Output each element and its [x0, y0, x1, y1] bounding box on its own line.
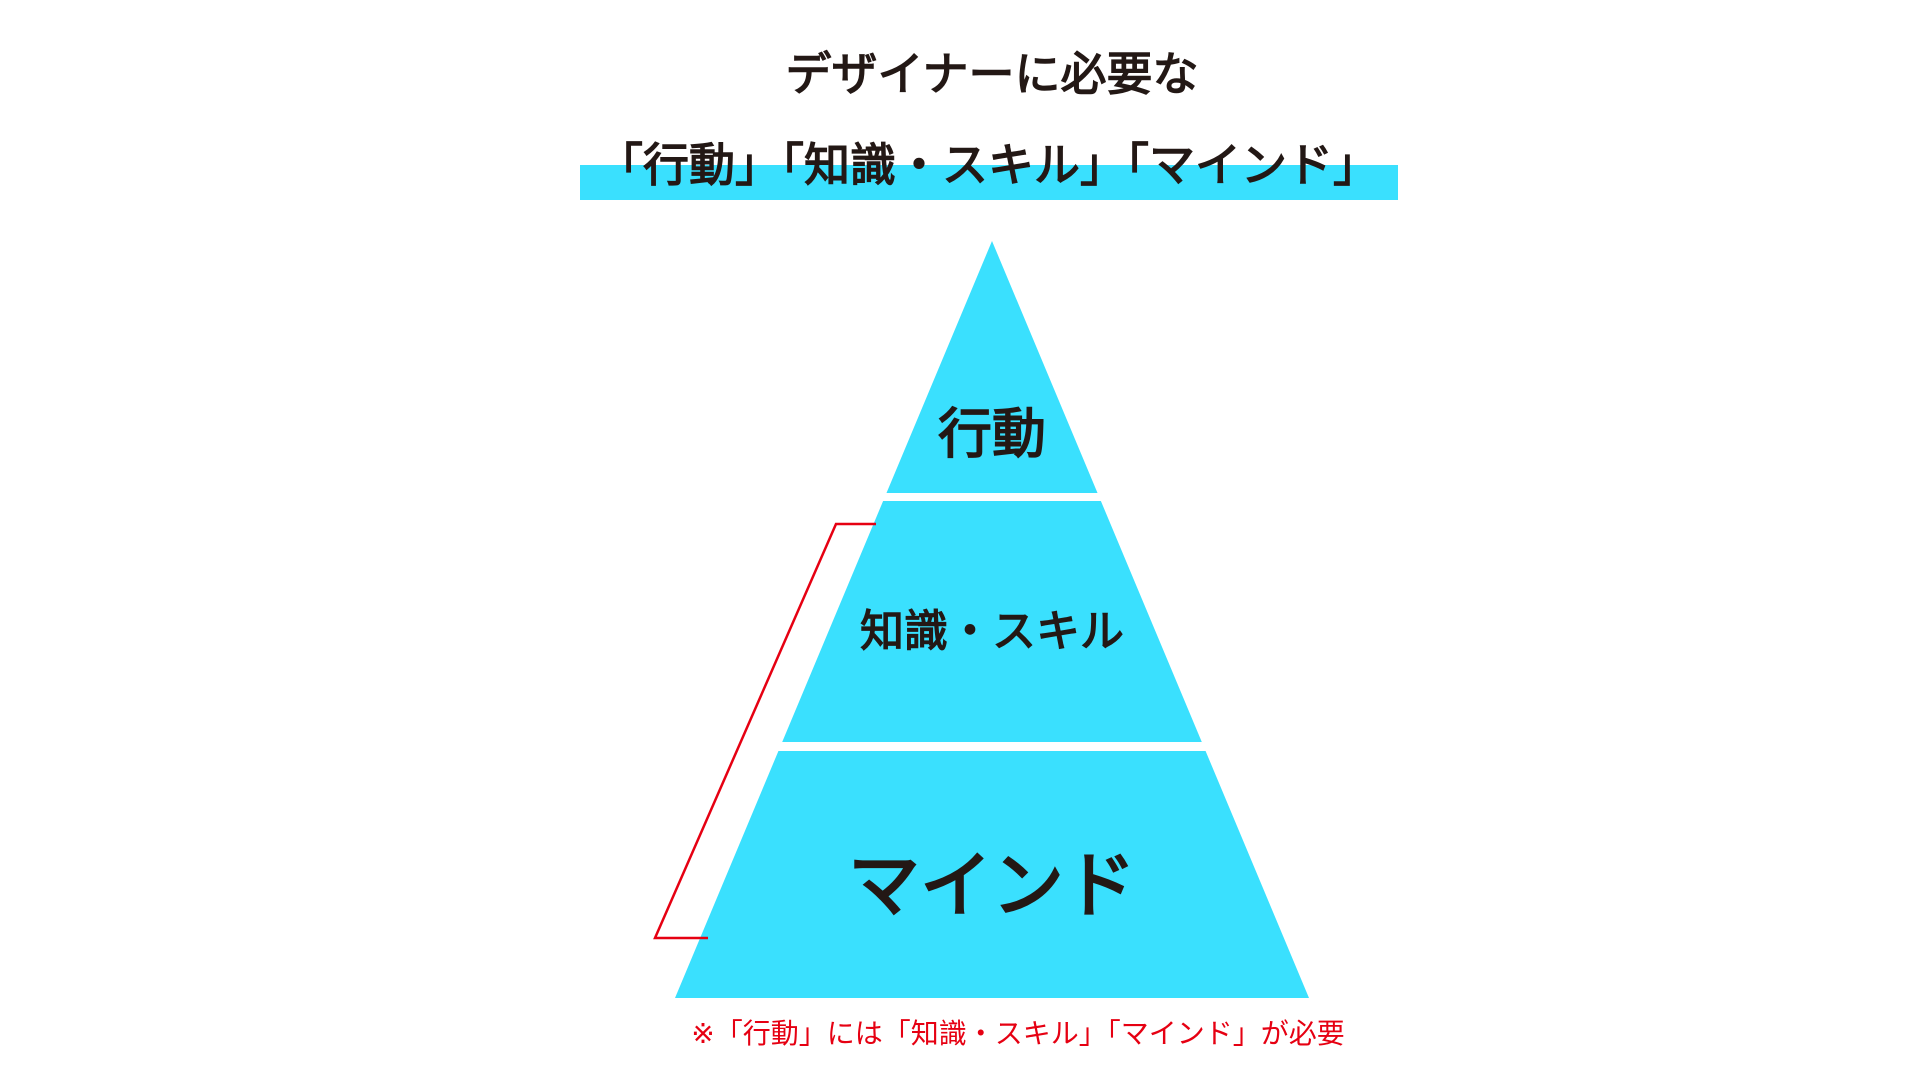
level-label-knowledge: 知識・スキル	[860, 606, 1124, 657]
level-label-action: 行動	[938, 402, 1046, 466]
title-line-1: デザイナーに必要な	[785, 47, 1199, 101]
pyramid-level-middle	[782, 501, 1202, 742]
bracket-line	[653, 522, 876, 940]
pyramid-level-top	[886, 241, 1098, 493]
footnote: ※「行動」には「知識・スキル」「マインド」が必要	[691, 1017, 1345, 1050]
level-label-mind: マインド	[847, 843, 1137, 928]
title-line-2: 「行動」「知識・スキル」「マインド」	[597, 138, 1379, 192]
title-highlight-bar	[580, 165, 1398, 200]
pyramid-level-bottom	[675, 751, 1309, 998]
